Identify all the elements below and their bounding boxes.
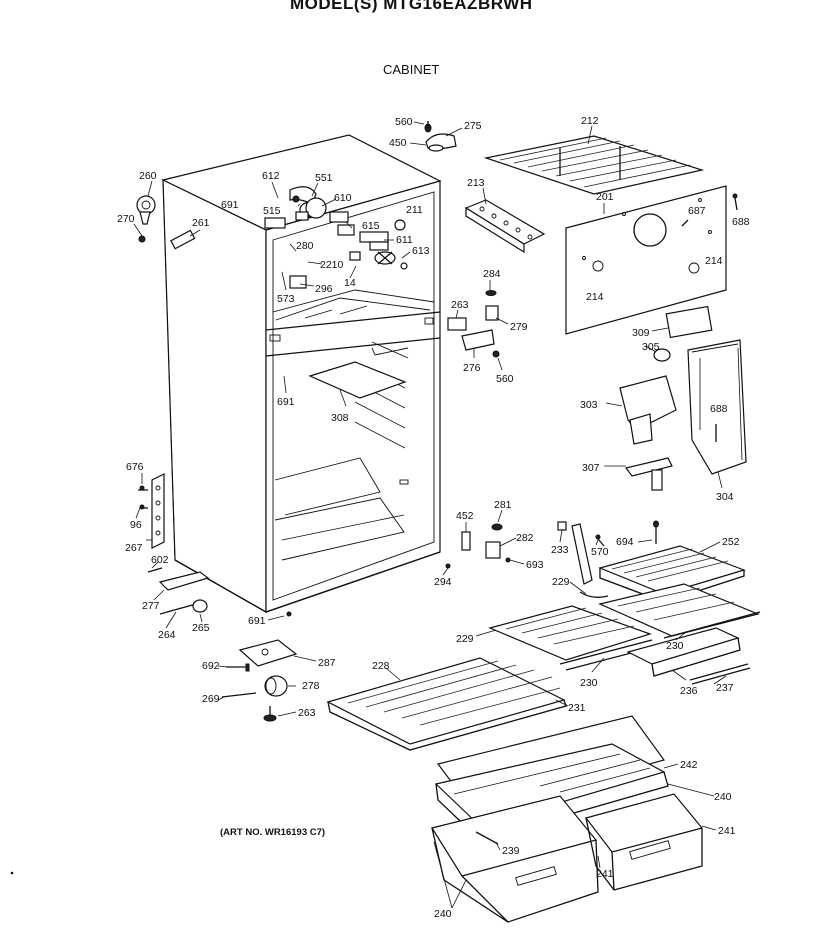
crisper-drawers xyxy=(431,793,704,923)
part-label: 233 xyxy=(551,544,569,556)
part-label: 281 xyxy=(494,499,512,511)
pan-236 xyxy=(626,627,751,685)
part-label: 267 xyxy=(125,542,143,554)
freezer-panel-201 xyxy=(565,185,738,335)
part-label: 611 xyxy=(396,234,413,246)
part-label: 573 xyxy=(277,293,295,305)
part-labels: 560 275 450 212 213 201 687 688 260 612 … xyxy=(117,115,750,920)
part-label: 308 xyxy=(331,412,349,424)
part-label: 688 xyxy=(732,216,750,228)
right-side-parts xyxy=(557,305,747,585)
part-label: 691 xyxy=(248,615,266,627)
part-label: 307 xyxy=(582,462,600,474)
part-label: 270 xyxy=(117,213,135,225)
part-label: 275 xyxy=(464,120,482,132)
part-label: 264 xyxy=(158,629,176,641)
part-label: 2210 xyxy=(320,259,344,271)
part-label: 694 xyxy=(616,536,634,548)
part-label: 240 xyxy=(434,908,452,920)
shelf-228 xyxy=(326,657,567,751)
part-label: 231 xyxy=(568,702,586,714)
part-label: 610 xyxy=(334,192,352,204)
part-label: 282 xyxy=(516,532,534,544)
part-label: 688 xyxy=(710,403,728,415)
part-label: 265 xyxy=(192,622,210,634)
part-label: 214 xyxy=(705,255,723,267)
shelf-229-lower xyxy=(488,605,659,671)
control-components xyxy=(264,186,408,289)
part-label: 252 xyxy=(722,536,740,548)
part-label: 687 xyxy=(688,205,706,217)
part-label: 692 xyxy=(202,660,220,672)
part-label: 242 xyxy=(680,759,698,771)
part-label: 263 xyxy=(298,707,316,719)
freezer-shelf-212 xyxy=(483,135,705,195)
part-label: 676 xyxy=(126,461,144,473)
leader-lines xyxy=(133,121,727,909)
part-label: 230 xyxy=(666,640,684,652)
part-label: 613 xyxy=(412,245,430,257)
part-label: 269 xyxy=(202,693,220,705)
part-label: 240 xyxy=(714,791,732,803)
part-label: 260 xyxy=(139,170,157,182)
part-label: 304 xyxy=(716,491,734,503)
part-label: 691 xyxy=(221,199,239,211)
part-label: 691 xyxy=(277,396,295,408)
part-label: 515 xyxy=(263,205,281,217)
cabinet-drawing xyxy=(161,134,442,614)
part-label: 228 xyxy=(372,660,390,672)
part-label: 560 xyxy=(496,373,514,385)
part-label: 261 xyxy=(192,217,210,229)
part-label: 277 xyxy=(142,600,160,612)
part-label: 296 xyxy=(315,283,333,295)
part-label: 201 xyxy=(596,191,614,203)
part-label: 280 xyxy=(296,240,314,252)
center-small-parts xyxy=(424,121,511,569)
part-label: 452 xyxy=(456,510,474,522)
part-label: 241 xyxy=(718,825,736,837)
part-label: 263 xyxy=(451,299,469,311)
part-label: 241 xyxy=(596,868,614,880)
part-label: 212 xyxy=(581,115,599,127)
part-label: 309 xyxy=(632,327,650,339)
part-label: 305 xyxy=(642,341,660,353)
part-label: 229 xyxy=(456,633,474,645)
part-label: 213 xyxy=(467,177,485,189)
part-label: 214 xyxy=(586,291,604,303)
part-label: 14 xyxy=(344,277,356,289)
part-label: 239 xyxy=(502,845,520,857)
shelf-229-upper xyxy=(579,583,761,639)
part-label: 230 xyxy=(580,677,598,689)
part-label: 236 xyxy=(680,685,698,697)
part-label: 229 xyxy=(552,576,570,588)
part-label: 602 xyxy=(151,554,169,566)
part-label: 693 xyxy=(526,559,544,571)
part-label: 278 xyxy=(302,680,320,692)
section-title: CABINET xyxy=(383,62,440,77)
part-label: 551 xyxy=(315,172,333,184)
part-label: 615 xyxy=(362,220,380,232)
part-label: 560 xyxy=(395,116,413,128)
ice-tray-213 xyxy=(464,199,546,254)
part-label: 276 xyxy=(463,362,481,374)
part-label: 211 xyxy=(406,204,423,216)
part-label: 284 xyxy=(483,268,501,280)
part-label: 570 xyxy=(591,546,609,558)
part-label: 96 xyxy=(130,519,142,531)
part-label: 294 xyxy=(434,576,452,588)
part-label: 287 xyxy=(318,657,336,669)
part-label: 450 xyxy=(389,137,407,149)
part-label: 237 xyxy=(716,682,734,694)
art-number: (ART NO. WR16193 C7) xyxy=(220,827,326,838)
model-title: MODEL(S) MTG16EAZBRWH xyxy=(290,0,533,13)
part-label: 612 xyxy=(262,170,280,182)
part-label: 279 xyxy=(510,321,528,333)
hinge-parts xyxy=(221,639,298,722)
part-label: 303 xyxy=(580,399,598,411)
